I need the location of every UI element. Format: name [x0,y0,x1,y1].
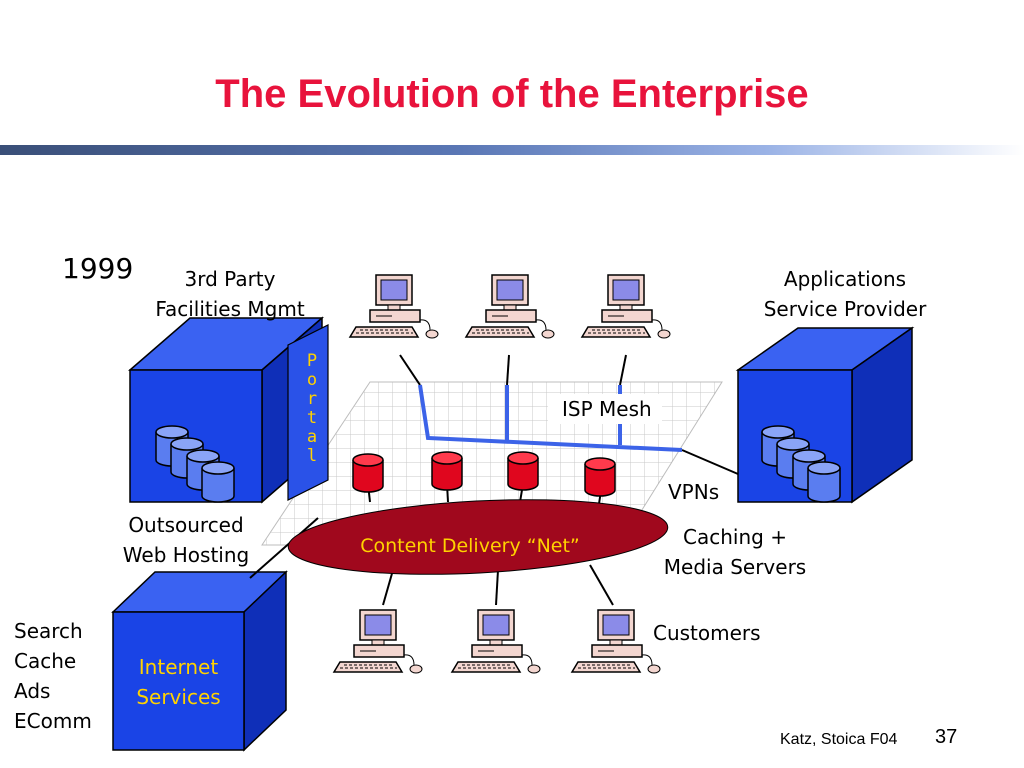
list-item: Cache [14,649,77,673]
outsourced-label-line2: Web Hosting [122,543,250,567]
portal-label: P o r t a l [302,352,322,466]
isp-mesh-label: ISP Mesh [548,394,662,424]
portal-letter: r [306,389,318,409]
portal-letter: l [306,446,318,466]
list-item: Ads [14,679,51,703]
customer-pcs [333,609,661,674]
portal-letter: a [306,427,318,447]
customers-label: Customers [653,621,761,645]
title-divider [0,145,1024,155]
vpns-label: VPNs [668,480,720,504]
content-delivery-net [287,499,669,575]
asp-label-line1: Applications [783,267,907,291]
internet-services-cube [111,570,288,752]
page-number: 37 [935,726,958,748]
footer-credit: Katz, Stoica F04 [780,731,898,748]
caching-label: Caching + Media Servers [640,522,830,582]
asp-label: Applications Service Provider [745,264,945,324]
portal-letter: P [306,351,318,371]
connector-lines [249,354,739,606]
search-list: Search Cache Ads EComm [14,616,92,736]
portal-panel [287,324,329,501]
slide-title: The Evolution of the Enterprise [215,72,809,116]
list-item: EComm [14,709,92,733]
cdn-label: Content Delivery “Net” [360,535,580,557]
top-pcs [349,274,671,339]
year-label: 1999 [62,252,134,285]
internet-services-line1: Internet [138,655,219,679]
list-item: Search [14,619,83,643]
internet-services-line2: Services [136,685,221,709]
outsourced-label-line1: Outsourced [128,513,244,537]
caching-label-line1: Caching + [683,525,787,549]
facilities-label-line2: Facilities Mgmt [155,297,305,321]
facilities-label: 3rd Party Facilities Mgmt [140,264,320,324]
internet-services-label: Internet Services [113,652,244,712]
facilities-label-line1: 3rd Party [184,267,276,291]
asp-label-line2: Service Provider [763,297,927,321]
portal-letter: o [306,370,318,390]
portal-letter: t [306,408,318,428]
caching-label-line2: Media Servers [663,555,807,579]
outsourced-label: Outsourced Web Hosting [100,510,272,570]
